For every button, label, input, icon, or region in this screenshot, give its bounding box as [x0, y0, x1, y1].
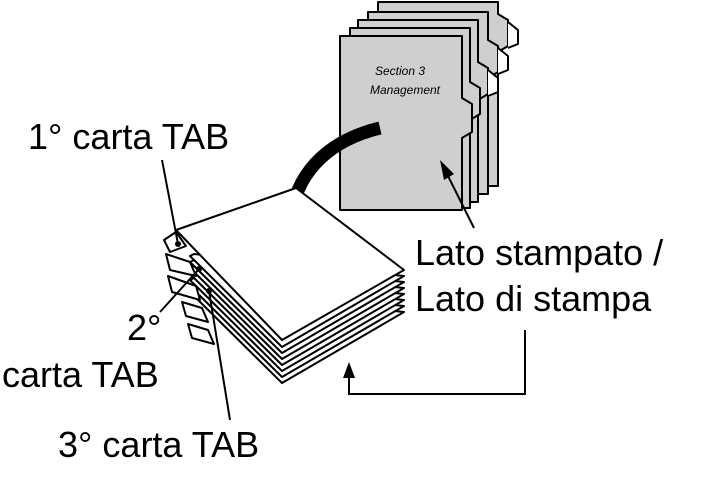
section-title-line2: Management: [370, 83, 441, 97]
doc-sheet-front: [339, 35, 473, 211]
label-second-tab-number: 2°: [127, 307, 162, 348]
paper-top-sheet: [175, 187, 405, 341]
paper-tab-4: [181, 301, 209, 323]
label-third-tab-paper: 3° carta TAB: [58, 424, 260, 465]
leader-printed-side-paper: [348, 330, 526, 395]
leader-tab1: [161, 159, 179, 245]
leader-printed-side-doc: [447, 175, 475, 229]
leader-arrowhead-paper: [343, 362, 355, 378]
paper-tab-2: [165, 253, 197, 277]
doc-tab-2: [497, 47, 509, 75]
label-second-tab-text: carta TAB: [2, 354, 159, 395]
leader-tab2: [159, 268, 200, 313]
label-printed-side-line2: Lato di stampa: [415, 278, 652, 319]
doc-tab-3: [487, 69, 499, 97]
label-first-tab-paper: 1° carta TAB: [28, 116, 230, 157]
label-printed-side-line1: Lato stampato /: [415, 232, 664, 273]
paper-stack: [163, 187, 405, 384]
paper-tab-1: [163, 231, 187, 253]
section-title-line1: Section 3: [375, 64, 425, 78]
doc-tab-1: [507, 21, 519, 49]
tab-document-stack: [339, 1, 519, 211]
leader-arrowhead-doc: [440, 160, 454, 180]
leader-tab3: [208, 290, 231, 421]
leader-lines: [159, 159, 526, 421]
paper-tab-5: [187, 323, 215, 345]
paper-tab-3: [167, 275, 201, 301]
